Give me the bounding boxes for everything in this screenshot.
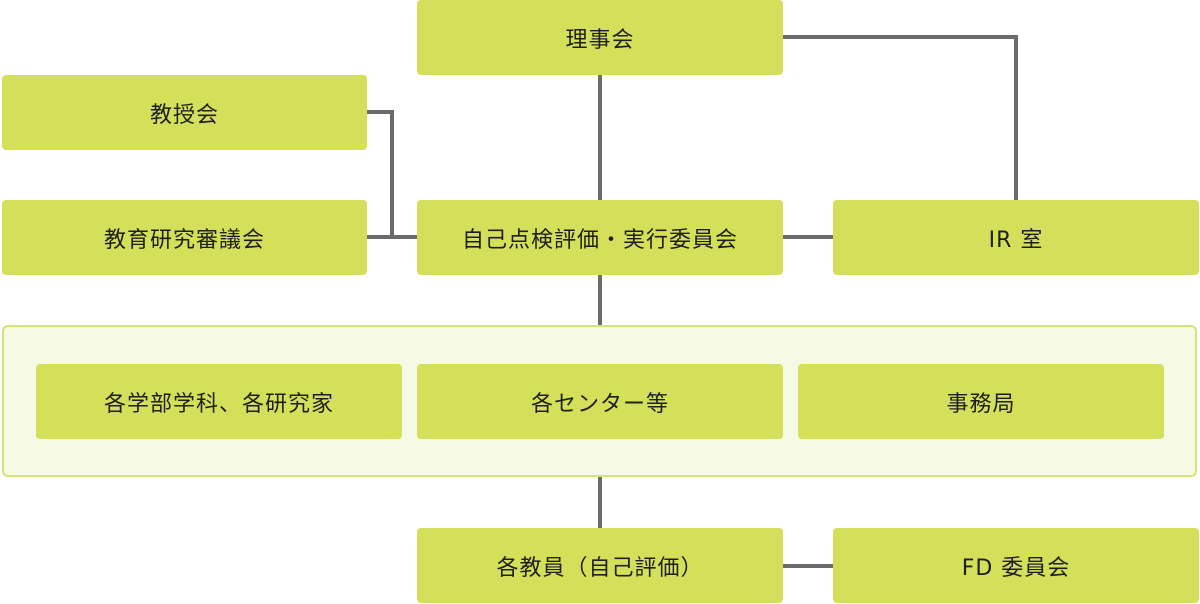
connector-faculty-council-to-committee [367,110,417,239]
node-education-research-council: 教育研究審議会 [2,200,367,275]
node-faculty-council: 教授会 [2,75,367,150]
node-departments: 各学部学科、各研究家 [36,364,402,439]
node-centers: 各センター等 [417,364,783,439]
node-faculty-members: 各教員（自己評価） [417,528,783,603]
node-self-evaluation-committee: 自己点検評価・実行委員会 [417,200,783,275]
node-ir-office: IR 室 [833,200,1199,275]
node-board: 理事会 [417,0,783,75]
node-fd-committee: FD 委員会 [833,528,1199,603]
node-secretariat: 事務局 [798,364,1164,439]
connector-board-to-ir-office [783,35,1018,200]
